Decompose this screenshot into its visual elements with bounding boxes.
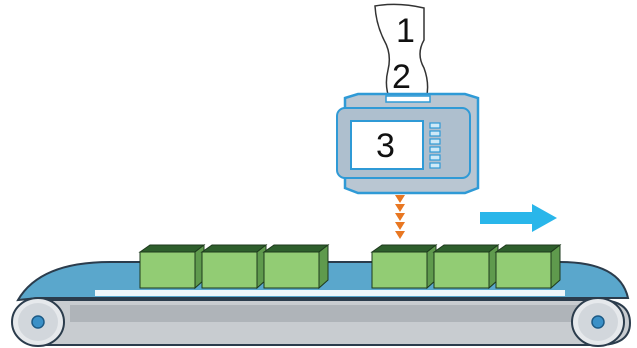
box bbox=[370, 243, 438, 290]
belt-side bbox=[70, 305, 585, 322]
device-button bbox=[429, 122, 441, 129]
left-roller-hub bbox=[31, 315, 45, 329]
box bbox=[494, 243, 562, 290]
belt-inner-band bbox=[95, 290, 565, 296]
device-button bbox=[429, 162, 441, 169]
device-button bbox=[429, 154, 441, 161]
box bbox=[200, 243, 268, 290]
paper-strip: 1 2 bbox=[374, 3, 429, 101]
paper-line-1: 1 bbox=[396, 12, 415, 50]
box bbox=[432, 243, 500, 290]
paper-line-2: 2 bbox=[392, 58, 411, 96]
left-roller bbox=[11, 297, 65, 347]
boxes bbox=[138, 243, 562, 290]
device-button bbox=[429, 138, 441, 145]
device-button bbox=[429, 146, 441, 153]
screen-label: 3 bbox=[376, 127, 395, 165]
device-button bbox=[429, 130, 441, 137]
box bbox=[138, 243, 206, 290]
arrow-right-icon bbox=[480, 204, 557, 232]
box bbox=[262, 243, 330, 290]
right-roller-hub bbox=[591, 315, 605, 329]
device-screen bbox=[350, 120, 424, 170]
printer-device: 3 bbox=[336, 92, 480, 195]
right-roller bbox=[571, 297, 625, 347]
paper-slot bbox=[385, 95, 431, 103]
